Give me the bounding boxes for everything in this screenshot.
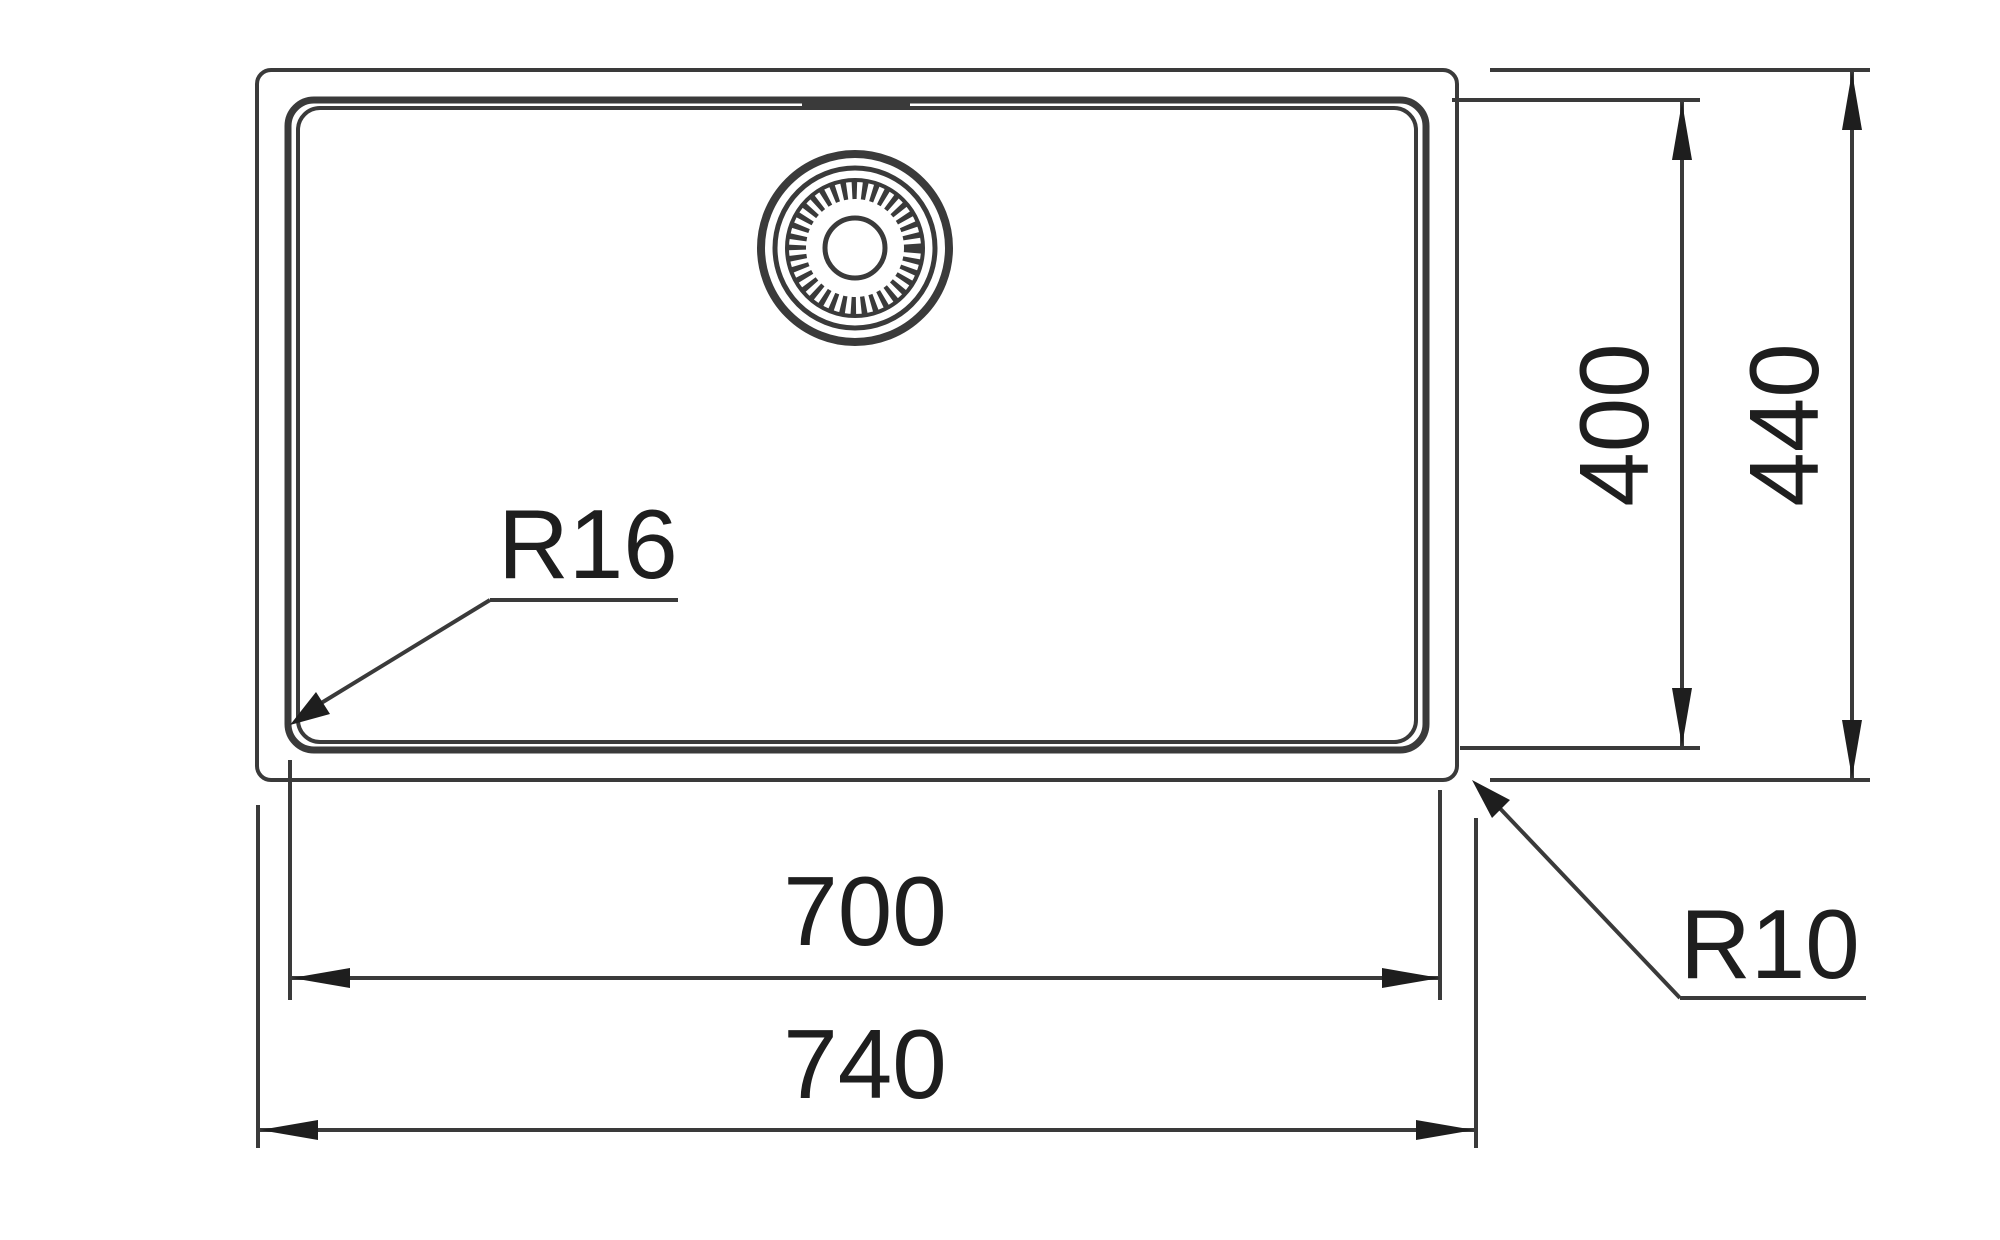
inner-height-dimension: [1452, 98, 1700, 750]
outer-radius-label: R10: [1680, 889, 1860, 999]
inner-width-label: 700: [783, 856, 947, 966]
sink-outer-rim: [255, 68, 1459, 782]
outer-radius-leader: [1472, 780, 1866, 1000]
outer-width-label: 740: [783, 1009, 947, 1119]
outer-height-label: 440: [1729, 343, 1839, 507]
outer-width-dimension: [256, 805, 1478, 1148]
inner-radius-label: R16: [498, 489, 678, 599]
sink-inner-bowl: [284, 96, 1430, 754]
outer-height-dimension: [1490, 68, 1870, 782]
strainer-drain-icon: [757, 150, 953, 346]
inner-width-dimension: [288, 760, 1442, 1000]
inner-radius-leader: [290, 598, 678, 725]
sink-inner-bowl-edge: [296, 106, 1418, 744]
inner-height-label: 400: [1559, 343, 1669, 507]
